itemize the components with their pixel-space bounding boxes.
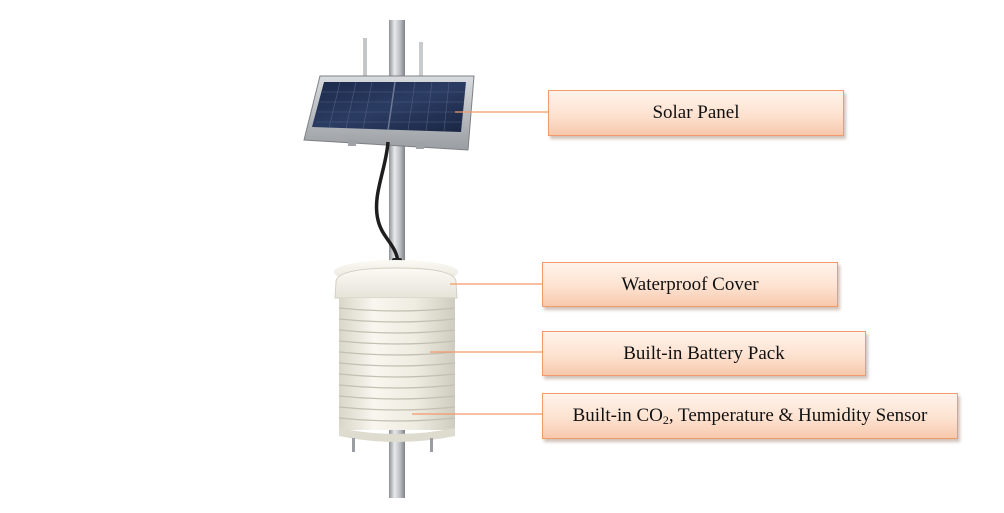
label-battery-pack-text: Built-in Battery Pack <box>623 342 785 364</box>
label-sensor-text: Built-in CO2, Temperature & Humidity Sen… <box>572 404 928 427</box>
label-solar-panel-text: Solar Panel <box>652 102 740 123</box>
label-waterproof-cover-text: Waterproof Cover <box>621 273 759 295</box>
solar-panel <box>303 75 475 151</box>
label-waterproof-cover: Waterproof Cover <box>542 262 838 307</box>
label-solar-panel: Solar Panel <box>548 90 844 136</box>
label-battery-pack: Built-in Battery Pack <box>542 331 866 376</box>
power-cable <box>374 141 400 263</box>
sensor-shield <box>334 260 458 452</box>
label-sensor: Built-in CO2, Temperature & Humidity Sen… <box>542 393 958 439</box>
